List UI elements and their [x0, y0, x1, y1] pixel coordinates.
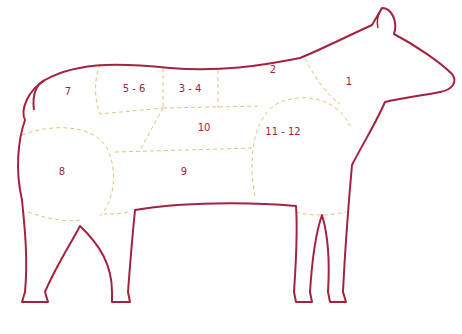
callout-number: 11 - 12	[265, 126, 300, 138]
callout-number: 5 - 6	[123, 83, 146, 95]
lamb-outline	[18, 8, 454, 302]
lamb-ear	[377, 8, 382, 28]
hooves	[22, 301, 346, 303]
callout-number: 7	[65, 86, 71, 98]
callout-number: 1	[346, 76, 352, 88]
callout-number: 8	[59, 166, 65, 178]
callout-number: 10	[198, 122, 211, 134]
cut-lines	[22, 58, 350, 221]
lamb-tail	[33, 80, 45, 110]
callout-number: 2	[270, 64, 276, 76]
callout-number: 3 - 4	[179, 83, 202, 95]
callout-number: 9	[181, 166, 187, 178]
